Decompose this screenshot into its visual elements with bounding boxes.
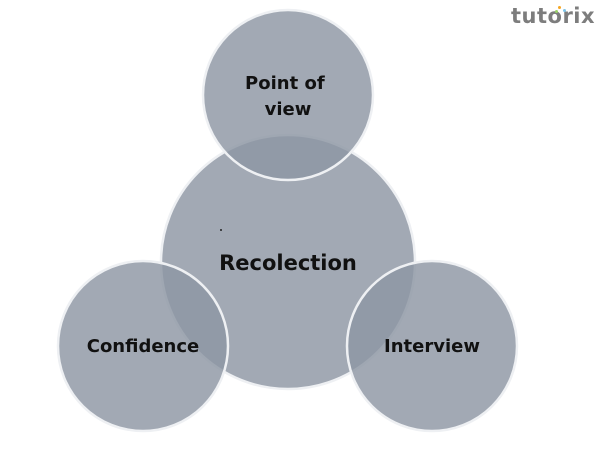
logo-dot-orange <box>558 6 561 9</box>
label-right: Interview <box>384 336 480 357</box>
tutorix-logo: tutorix <box>511 4 595 28</box>
circle-right <box>345 259 519 433</box>
label-top-line-1: Point of <box>245 73 325 94</box>
label-top: Point of view <box>245 73 331 120</box>
circle-top <box>201 8 375 182</box>
logo-dot-blue <box>563 9 566 12</box>
circle-left <box>56 259 230 433</box>
stray-dot <box>220 229 222 231</box>
logo-text: tutorix <box>511 4 596 28</box>
label-center: Recolection <box>219 251 357 275</box>
logo-dot-green <box>555 10 558 13</box>
label-top-line-2: view <box>265 99 312 120</box>
label-left: Confidence <box>87 336 200 357</box>
